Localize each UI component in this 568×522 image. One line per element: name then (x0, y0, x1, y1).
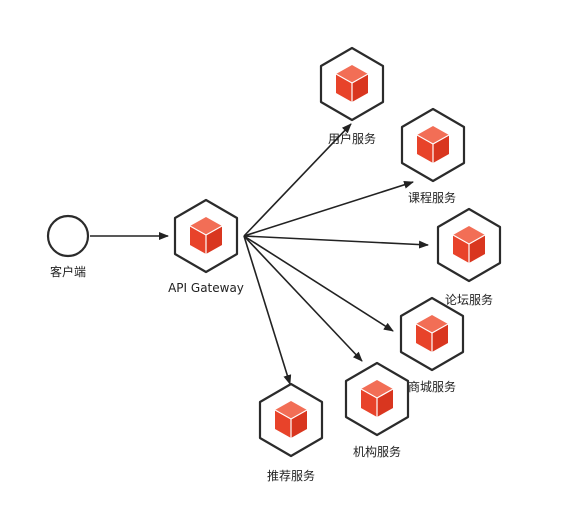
edges (90, 123, 429, 385)
client-label: 客户端 (50, 264, 86, 279)
recommend-service-label: 推荐服务 (267, 468, 315, 483)
service-node-mall: 商城服务 (399, 296, 465, 394)
edge-gateway-to-recommend (243, 235, 292, 385)
edge-gateway-to-course (243, 180, 414, 237)
edge-gateway-to-user (243, 123, 352, 237)
mall-service-cube-icon (399, 296, 465, 372)
user-service-cube-icon (319, 46, 385, 122)
edge-gateway-to-org (243, 235, 363, 362)
service-node-forum: 论坛服务 (436, 207, 502, 307)
recommend-service-cube-icon (258, 382, 324, 458)
course-service-label: 课程服务 (408, 190, 456, 205)
course-service-cube-icon (400, 107, 466, 183)
user-service-label: 用户服务 (328, 131, 376, 146)
service-node-recommend: 推荐服务 (258, 382, 324, 483)
org-service-label: 机构服务 (353, 444, 401, 459)
forum-service-cube-icon (436, 207, 502, 283)
forum-service-label: 论坛服务 (445, 292, 493, 307)
mall-service-label: 商城服务 (408, 379, 456, 394)
gateway-label: API Gateway (168, 281, 244, 295)
gateway-cube-icon (173, 198, 239, 274)
edge-gateway-to-forum (243, 235, 429, 249)
service-node-org: 机构服务 (344, 361, 410, 459)
edge-gateway-to-mall (243, 235, 394, 332)
service-node-user: 用户服务 (319, 46, 385, 146)
org-service-cube-icon (344, 361, 410, 437)
client-node: 客户端 (46, 214, 90, 279)
client-circle-icon (46, 214, 90, 258)
gateway-node: API Gateway (168, 198, 244, 295)
service-node-course: 课程服务 (400, 107, 466, 205)
